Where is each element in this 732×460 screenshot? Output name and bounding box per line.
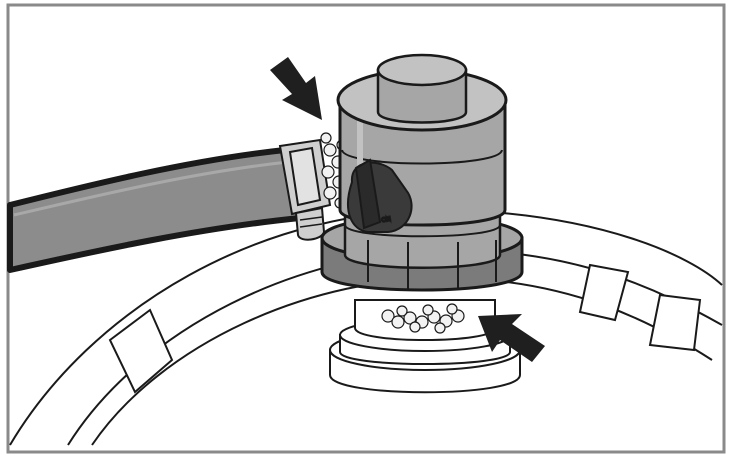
collar-slot-left — [108, 308, 174, 394]
control-knob: ON — [347, 158, 413, 233]
tank-valve — [329, 299, 521, 394]
regulator-cap-top — [376, 53, 468, 87]
arrow-down-right-icon — [270, 57, 322, 120]
tank-top — [9, 208, 723, 446]
collar-slot-right — [648, 293, 702, 352]
clamp-band-inner — [288, 146, 322, 207]
knob-grip — [354, 158, 382, 230]
knob-label: ON — [381, 216, 391, 223]
hose-highlight — [13, 160, 289, 217]
hose-clamp — [278, 138, 332, 241]
collar-slot-right-inner — [578, 263, 630, 322]
regulator — [320, 53, 524, 292]
arrow-up-left-icon — [478, 314, 545, 362]
bubbles-valve — [381, 303, 465, 334]
